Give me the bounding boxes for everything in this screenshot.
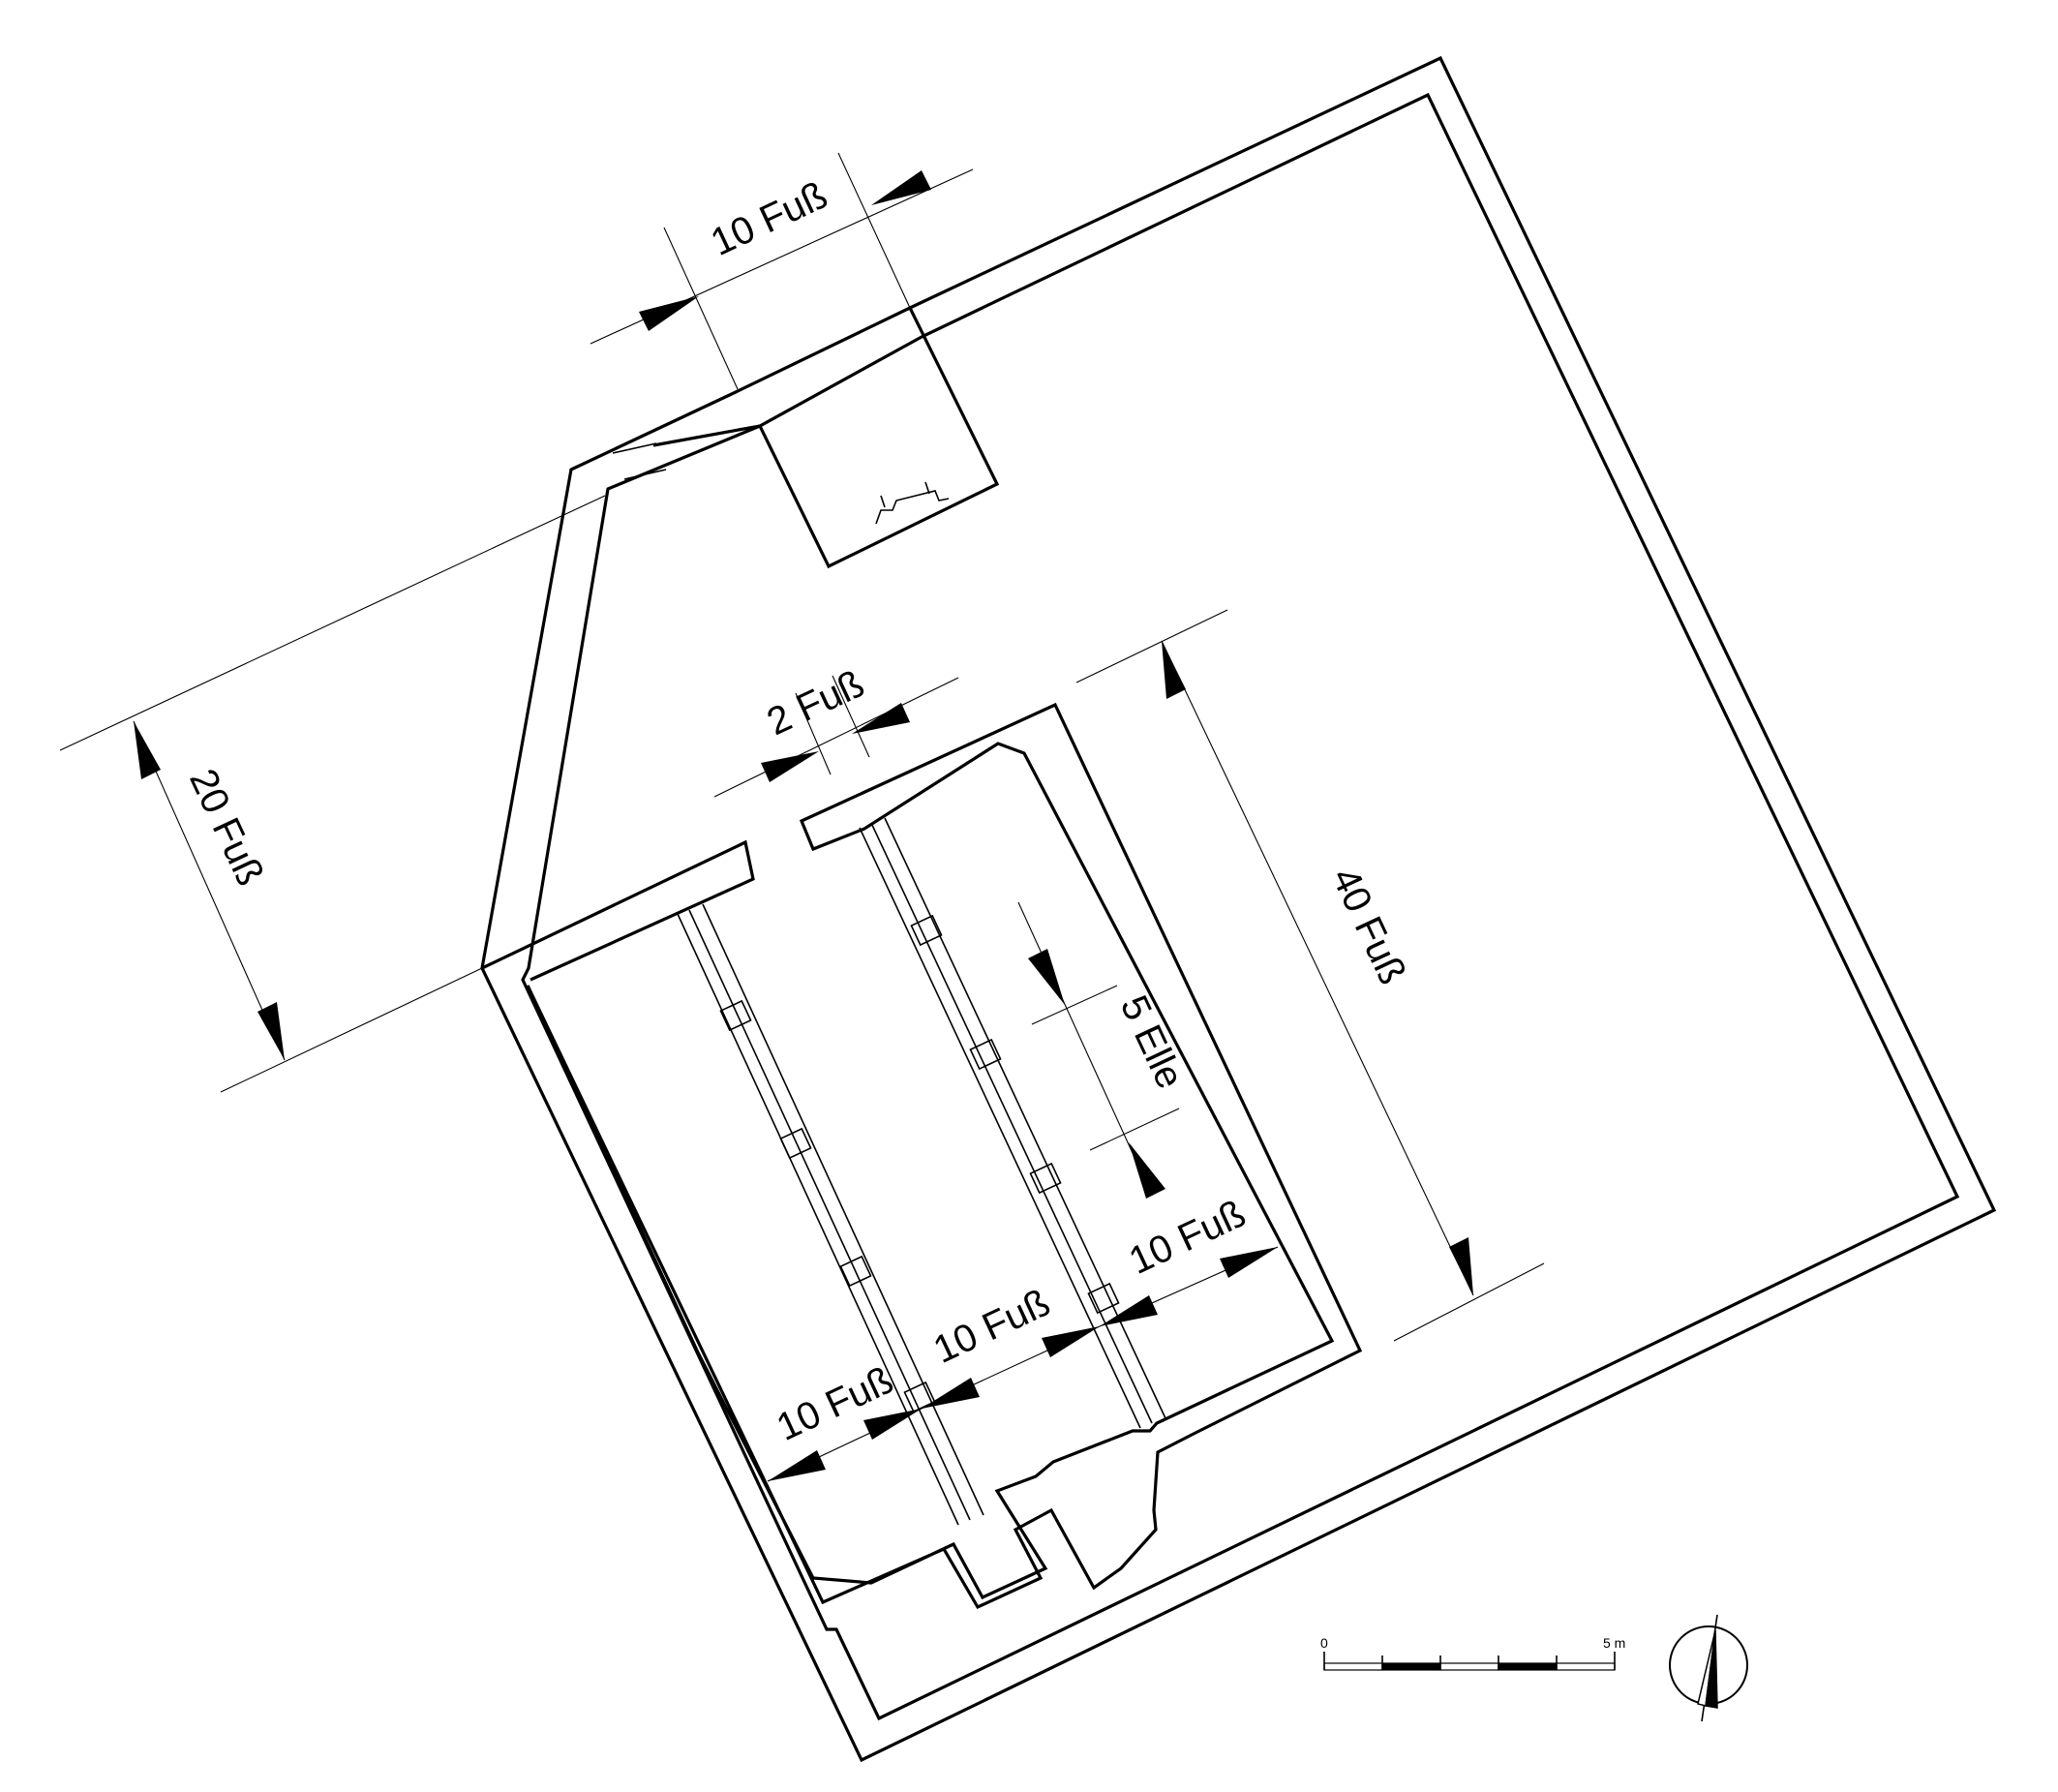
dim-right-length: 40 Fuß	[1075, 609, 1545, 1342]
dim-label-room-left: 10 Fuß	[771, 1359, 899, 1449]
scale-end-label: 5 m	[1603, 1635, 1625, 1651]
scale-start-label: 0	[1320, 1635, 1328, 1651]
dim-label-left-depth: 20 Fuß	[181, 763, 271, 892]
dim-label-top-width: 10 Fuß	[705, 174, 833, 264]
dim-room-middle: 10 Fuß	[921, 1282, 1101, 1410]
dim-label-inner-gap: 5 Elle	[1112, 989, 1192, 1095]
dim-left-depth: 20 Fuß	[59, 495, 606, 1093]
partition-left	[677, 903, 984, 1526]
north-arrow-icon	[1669, 1614, 1748, 1722]
annex	[612, 307, 1000, 569]
outer-wall	[480, 55, 1997, 1763]
dim-room-left: 10 Fuß	[767, 1359, 923, 1482]
dim-label-passage: 2 Fuß	[761, 662, 870, 744]
dim-label-right-length: 40 Fuß	[1323, 862, 1413, 990]
inner-building	[481, 702, 1363, 1610]
dim-label-room-middle: 10 Fuß	[927, 1282, 1056, 1372]
dim-passage: 2 Fuß	[713, 662, 959, 798]
dim-inner-gap: 5 Elle	[1017, 901, 1192, 1199]
dim-top-width: 10 Fuß	[590, 152, 974, 390]
scale-bar: 0 5 m	[1320, 1635, 1625, 1671]
dim-room-right: 10 Fuß	[1099, 1193, 1279, 1327]
